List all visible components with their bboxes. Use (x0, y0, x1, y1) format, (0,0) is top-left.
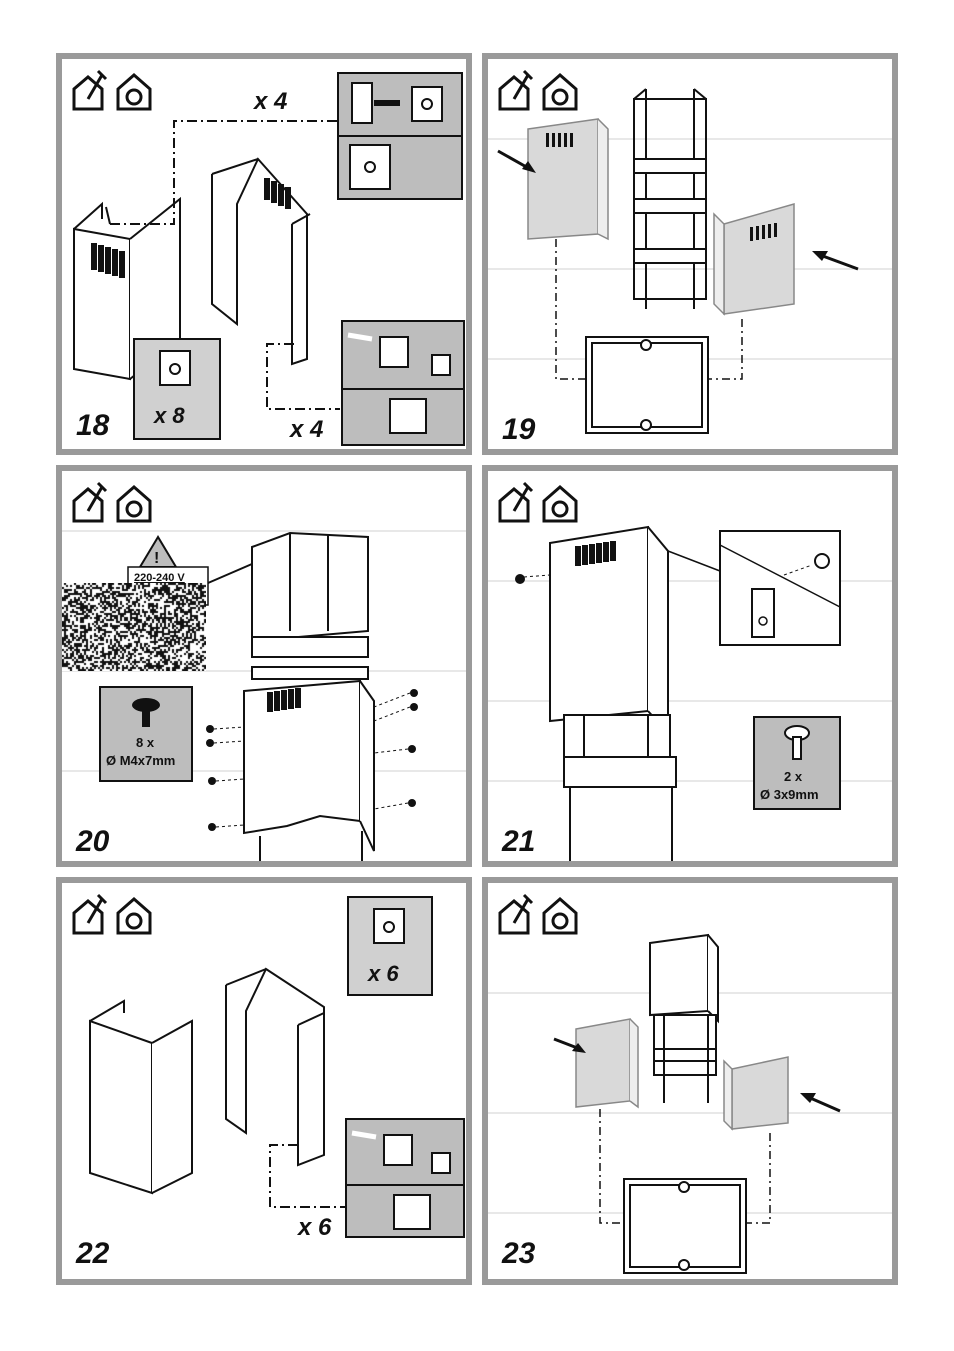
step-number: 23 (501, 1237, 536, 1270)
push-arrow-right (807, 1095, 841, 1113)
svg-text:!: ! (154, 550, 159, 567)
ceiling-plate (623, 1178, 747, 1274)
ceiling-plate (585, 336, 709, 434)
clip-nut-qty-box: x 8 (133, 338, 221, 440)
screw-icon (515, 574, 525, 584)
chimney-panel-right (211, 157, 311, 366)
step-23-panel: 23 (482, 877, 898, 1285)
support-frame (653, 1014, 717, 1103)
screw-qty: 8 x (136, 735, 155, 750)
chimney-cover (243, 679, 375, 852)
screw-qty-box: 8 x Ø M4x7mm (99, 686, 193, 782)
clip-nut-inset-top (337, 72, 463, 200)
house-duct-icon (542, 897, 578, 935)
house-duct-icon (116, 897, 152, 935)
tool-icon (498, 893, 534, 935)
screw-qty: 2 x (784, 769, 803, 784)
redacted-label-area (62, 583, 206, 671)
clip-inset-bottom (345, 1118, 465, 1238)
chimney-cover-upper (549, 525, 669, 736)
screw-spec: Ø M4x7mm (106, 753, 175, 768)
step-number: 21 (501, 825, 535, 858)
screw-icon (206, 689, 418, 831)
qty-label-bottom: x 6 (296, 1214, 332, 1241)
chimney-cover-upper (649, 933, 719, 1024)
chimney-panel-left (575, 1018, 639, 1109)
chimney-panel-right (723, 1056, 789, 1131)
step-number: 22 (75, 1237, 110, 1270)
tool-icon (72, 481, 108, 523)
house-duct-icon (542, 485, 578, 523)
chimney-panel-right (225, 967, 325, 1167)
chimney-panel-left (89, 999, 193, 1195)
house-duct-icon (116, 73, 152, 111)
support-frame (563, 714, 677, 861)
qty-label-bottom: x 4 (288, 416, 323, 443)
step-number: 20 (75, 825, 110, 858)
support-frame (633, 88, 707, 309)
chimney-panel-left (527, 118, 609, 241)
chimney-panel-right (713, 203, 795, 316)
tool-icon (498, 481, 534, 523)
clip-nut-qty-box: x 6 (347, 896, 433, 996)
step-21-panel: 2 x Ø 3x9mm 21 (482, 465, 898, 867)
step-22-panel: x 6 x 6 22 (56, 877, 472, 1285)
tool-icon (72, 69, 108, 111)
step-number: 19 (502, 413, 536, 446)
screw-qty-box: 2 x Ø 3x9mm (753, 716, 841, 810)
qty-label-box: x 6 (367, 961, 399, 986)
house-duct-icon (116, 485, 152, 523)
tool-icon (72, 893, 108, 935)
step-19-panel: 19 (482, 53, 898, 455)
screw-spec: Ø 3x9mm (760, 787, 819, 802)
step-18-panel: x 8 x 4 x 4 18 (56, 53, 472, 455)
step-number: 18 (76, 409, 110, 442)
tool-icon (498, 69, 534, 111)
step-20-panel: ! 220-240 V (56, 465, 472, 867)
screw-detail-inset (719, 530, 841, 646)
voltage-label: 220-240 V (134, 572, 185, 584)
clip-inset-bottom (341, 320, 465, 446)
support-frame (251, 531, 369, 680)
qty-label-top: x 4 (252, 88, 287, 115)
qty-label-box: x 8 (153, 403, 185, 428)
push-arrow-right (819, 253, 859, 271)
house-duct-icon (542, 73, 578, 111)
